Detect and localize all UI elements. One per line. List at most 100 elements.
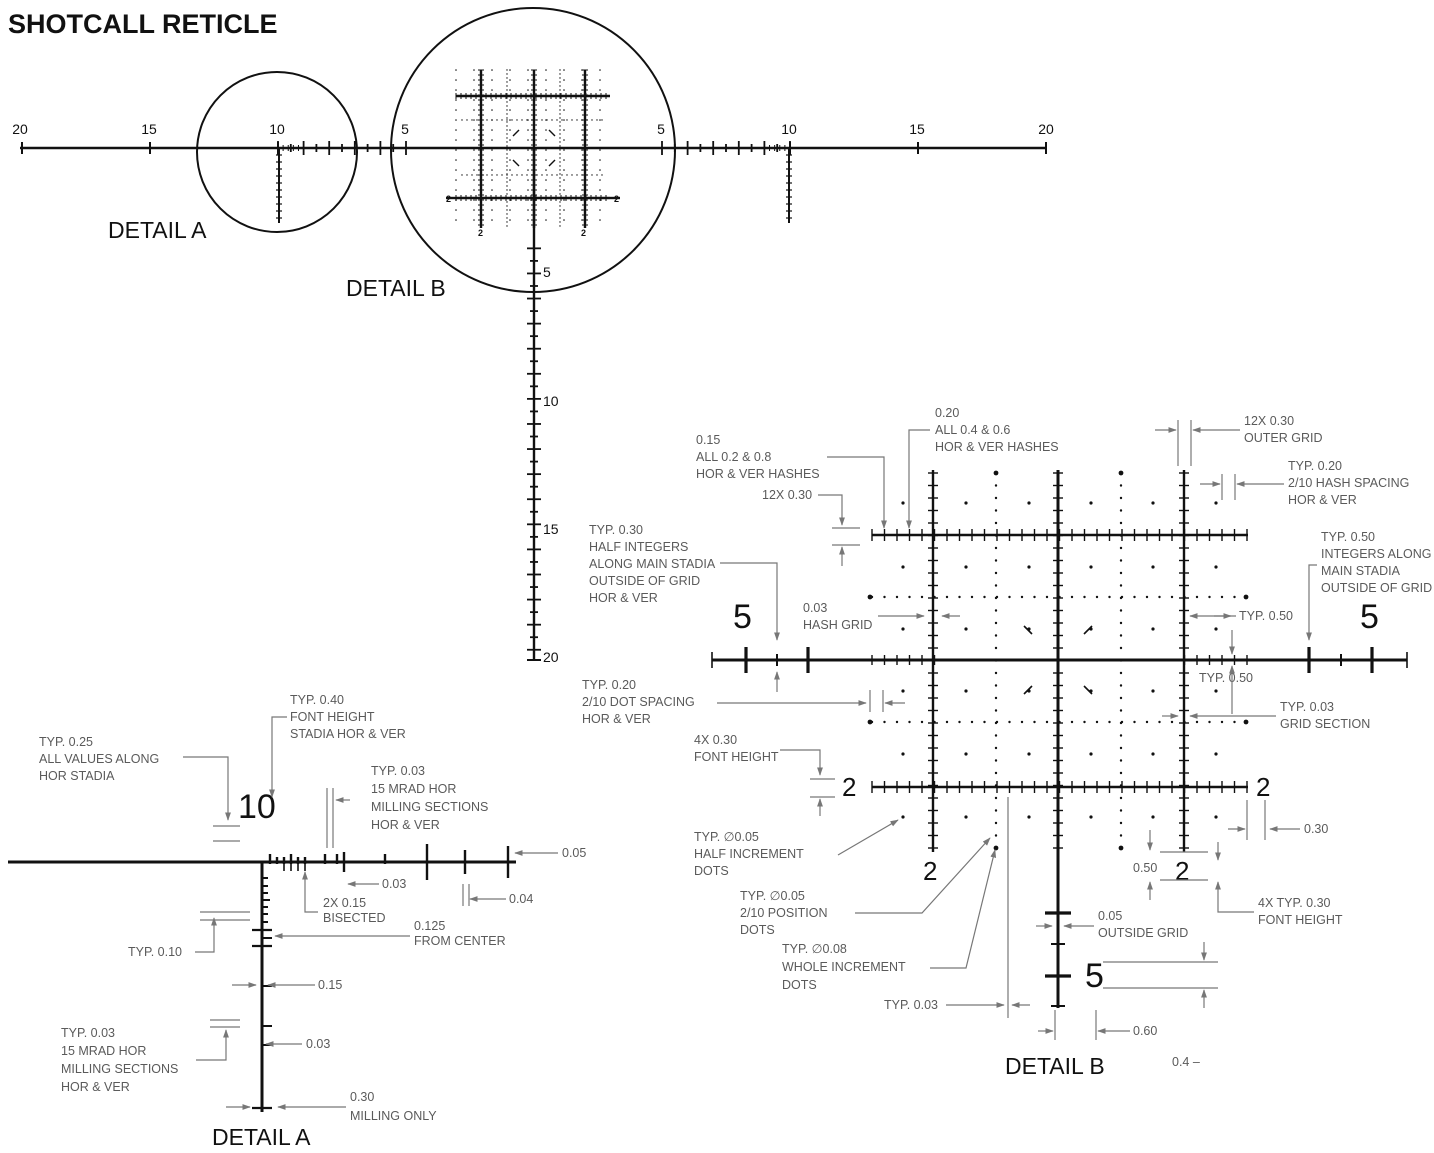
mini-dot (545, 119, 547, 121)
mini-dot (473, 199, 475, 201)
dot-column (1119, 509, 1123, 512)
mini-dot (531, 119, 533, 121)
half-integers-note-line: HALF INTEGERS (589, 540, 688, 554)
scale-label: 5 (401, 121, 409, 137)
dot-column (994, 834, 998, 837)
mini-dot (527, 79, 529, 81)
mini-dot (541, 119, 543, 121)
dot-column (1119, 721, 1123, 725)
whole-dot (964, 627, 968, 631)
mini-dot (571, 119, 573, 121)
mini-dot (491, 159, 493, 161)
values-along-note-line: ALL VALUES ALONG (39, 752, 159, 766)
mini-dot (545, 109, 547, 111)
mini-dot (556, 119, 558, 121)
mini-dot (501, 119, 503, 121)
whole-dot (964, 501, 968, 505)
mini-dot (586, 119, 588, 121)
mini-dot (473, 109, 475, 111)
mini-dot (509, 199, 511, 201)
whole-dot (1151, 689, 1155, 693)
mini-dot (559, 173, 561, 175)
mini-dot (509, 159, 511, 161)
mini-dot (476, 174, 478, 176)
dot-column (1119, 496, 1123, 500)
dot-row (1045, 595, 1049, 599)
mini-dot (473, 129, 475, 131)
dot-row (958, 720, 961, 724)
mini-dot (563, 89, 565, 91)
mini-dot (559, 141, 561, 143)
mini-dot (527, 189, 529, 191)
whole-dot (1214, 627, 1218, 631)
mini-dot (601, 147, 603, 149)
mini-dot (527, 159, 529, 161)
dot-column (1119, 571, 1123, 575)
mini-dot (509, 219, 511, 221)
mini-dot (506, 69, 508, 71)
mini-dot (496, 119, 498, 121)
dot-row (1133, 595, 1136, 599)
mini-dot (491, 109, 493, 111)
dot-row (1170, 595, 1174, 599)
mini-dot (476, 147, 478, 149)
mini-dot (599, 149, 601, 151)
dot-column (994, 671, 998, 675)
mini-dot (486, 147, 488, 149)
mini-dot (599, 69, 601, 71)
mini-dot (559, 89, 561, 91)
mini-dot (491, 209, 493, 211)
mini-dot (509, 209, 511, 211)
milling-top-note-line: HOR & VER (371, 818, 440, 832)
mini-dot (526, 147, 528, 149)
dot-column (994, 534, 998, 537)
mini-dot (455, 209, 457, 211)
milling-top-note-line: 15 MRAD HOR (371, 782, 456, 796)
dot-column (994, 709, 998, 712)
mini-dot (581, 119, 583, 121)
mini-dot (559, 97, 561, 99)
dot-spacing-note-line: 2/10 DOT SPACING (582, 695, 695, 709)
mini-dot (591, 147, 593, 149)
leader-half-integers (720, 562, 780, 641)
mini-dot (486, 119, 488, 121)
mini-dot (506, 109, 508, 111)
mini-dot (559, 129, 561, 131)
grid-number-bottom-left: 2 (478, 228, 483, 238)
dot-row (1070, 595, 1074, 599)
mini-dot (509, 69, 511, 71)
mini-dot (506, 185, 508, 187)
mini-dot (496, 147, 498, 149)
mini-dot (551, 174, 553, 176)
dot-column (1119, 609, 1123, 612)
font-height-note-line: STADIA HOR & VER (290, 727, 406, 741)
mini-dot (559, 209, 561, 211)
large-dot (1243, 719, 1249, 725)
hashes-0.20-note-line: 0.20 (935, 406, 959, 420)
mini-dot (471, 147, 473, 149)
mini-dot (461, 174, 463, 176)
dot-row (970, 595, 974, 599)
mini-dot (455, 179, 457, 181)
dot-column (1119, 521, 1123, 525)
mini-dot (527, 119, 529, 121)
mini-dot (461, 119, 463, 121)
mini-dot (581, 209, 583, 211)
mini-dot (506, 105, 508, 107)
mini-dot (473, 169, 475, 171)
dot-column (1119, 596, 1123, 600)
detail-b-big-left: 5 (733, 598, 752, 636)
mini-dot (559, 109, 561, 111)
label-typ-0.50-a: TYP. 0.50 (1239, 609, 1293, 623)
mini-dot (455, 99, 457, 101)
grid-number-bottom-right: 2 (581, 228, 586, 238)
dot-column (1119, 734, 1123, 737)
mini-dot (599, 89, 601, 91)
mini-dot (506, 85, 508, 87)
mini-dot (527, 89, 529, 91)
label-typ-0.10: TYP. 0.10 (128, 945, 182, 959)
